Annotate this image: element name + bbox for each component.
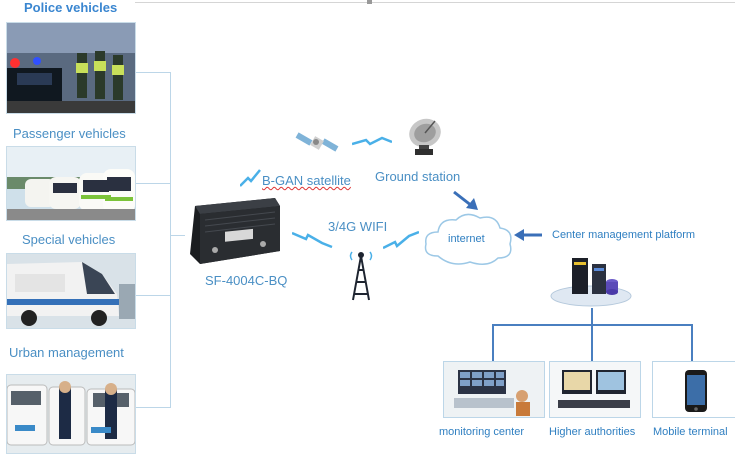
top-marker	[367, 0, 372, 4]
special-vehicles-title: Special vehicles	[22, 232, 116, 247]
signal-device-tower	[291, 231, 334, 249]
left-frame-top	[135, 72, 171, 73]
satellite-label: B-GAN satellite	[262, 173, 351, 188]
mobile-terminal-box	[652, 361, 735, 418]
monitoring-center-label: monitoring center	[439, 426, 524, 438]
tree-drop-monitoring	[492, 324, 494, 362]
ground-station-icon	[405, 115, 443, 157]
arrow-platform-to-internet	[514, 228, 542, 241]
police-vehicles-photo	[6, 22, 136, 114]
mobile-terminal-label: Mobile terminal	[653, 426, 728, 438]
monitoring-center-box	[443, 361, 545, 418]
higher-authorities-box	[549, 361, 641, 418]
tree-trunk	[591, 308, 593, 325]
device-model-label: SF-4004C-BQ	[205, 273, 288, 288]
signal-tower-internet	[382, 230, 420, 250]
platform-server-icon	[546, 252, 636, 308]
cell-tower-icon	[348, 250, 374, 302]
left-frame-mid2	[135, 295, 171, 296]
urban-management-photo	[6, 374, 136, 454]
left-frame-bottom	[135, 407, 171, 408]
higher-authorities-label: Higher authorities	[549, 426, 636, 438]
urban-management-title: Urban management	[9, 345, 124, 360]
tree-drop-authorities	[591, 324, 593, 362]
dvr-device-image	[185, 196, 285, 266]
internet-cloud-icon	[418, 208, 518, 270]
top-border	[135, 2, 735, 3]
signal-satellite-ground	[351, 136, 393, 150]
tree-drop-mobile	[691, 324, 693, 362]
internet-label: internet	[448, 233, 485, 245]
passenger-vehicles-photo	[6, 146, 136, 221]
ground-station-label: Ground station	[375, 169, 461, 184]
police-vehicles-title: Police vehicles	[24, 0, 118, 15]
passenger-vehicles-title: Passenger vehicles	[13, 126, 126, 141]
left-frame-mid1	[135, 183, 171, 184]
left-frame-line	[170, 72, 171, 407]
wifi-label: 3/4G WIFI	[328, 219, 388, 234]
signal-device-satellite	[239, 168, 262, 188]
arrow-ground-to-internet	[452, 190, 480, 212]
special-vehicles-photo	[6, 253, 136, 329]
left-frame-to-device	[170, 235, 185, 236]
platform-label: Center management platform	[552, 229, 696, 241]
satellite-icon	[294, 128, 342, 158]
